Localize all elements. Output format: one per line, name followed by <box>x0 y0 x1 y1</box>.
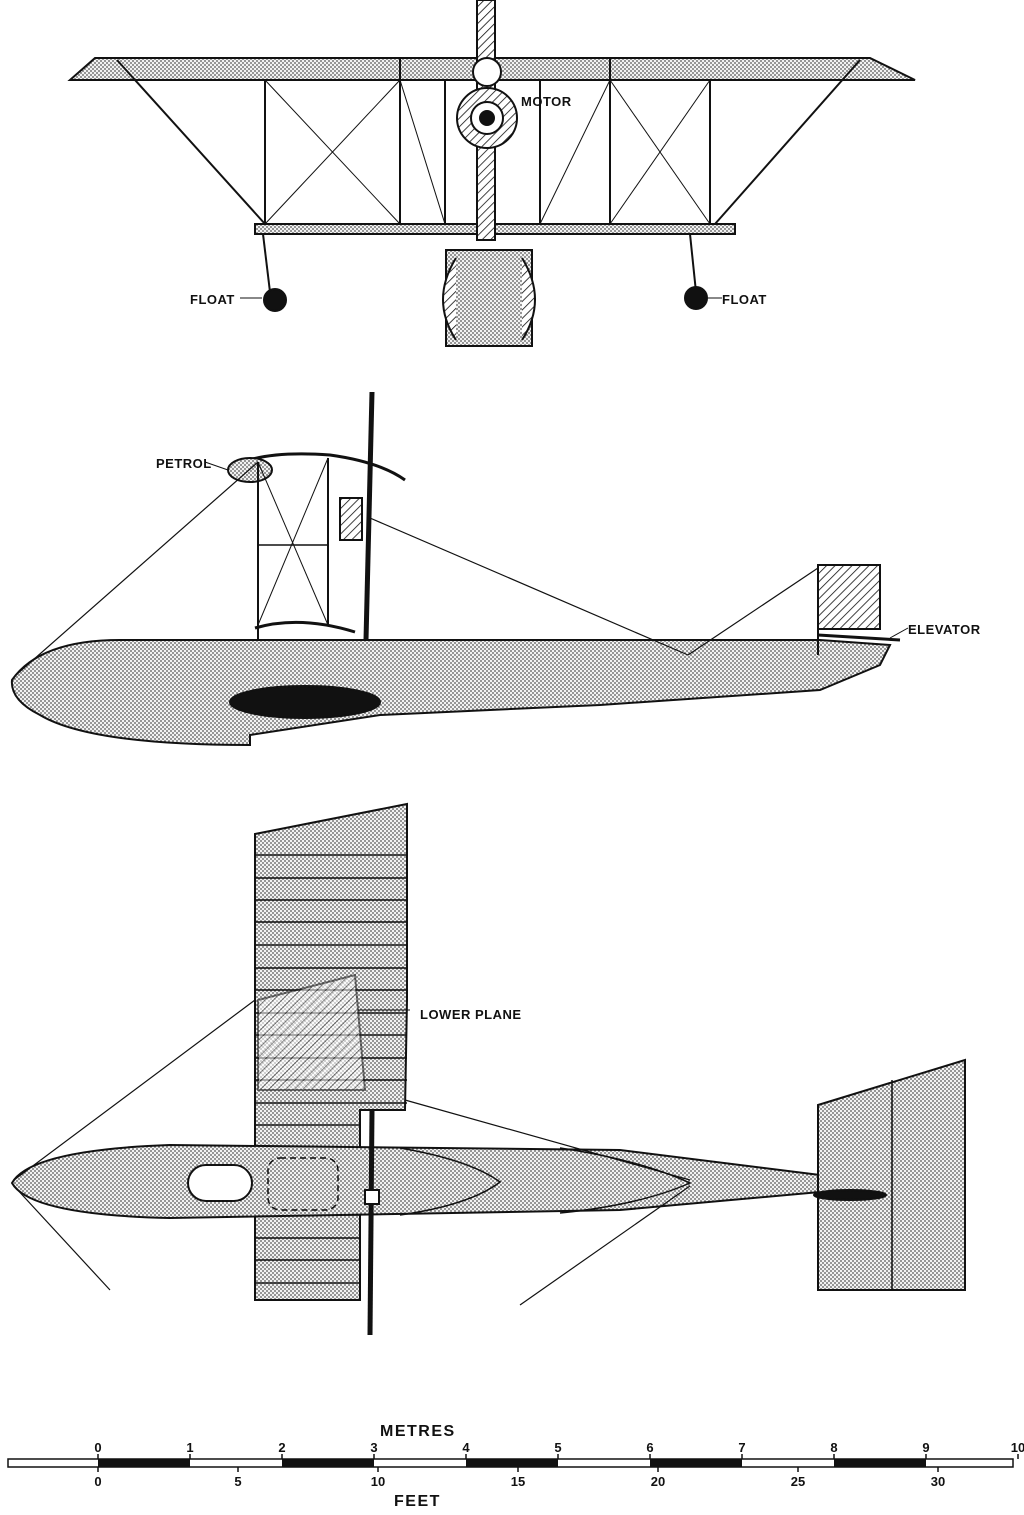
metre-tick-label: 10 <box>1011 1440 1024 1455</box>
feet-title: FEET <box>394 1493 441 1510</box>
cockpit-plan <box>187 1164 253 1202</box>
rudder-side <box>817 564 881 630</box>
side-view <box>10 391 909 747</box>
metre-tick-label: 2 <box>278 1440 285 1455</box>
lower-plane-region <box>257 973 367 1091</box>
cockpit-side <box>229 685 381 719</box>
feet-tick-labels: 0 5 10 15 20 25 30 <box>94 1467 945 1489</box>
metre-tick-labels: 0 1 2 3 4 5 6 7 8 9 10 <box>94 1440 1024 1459</box>
front-view <box>67 0 916 347</box>
metre-tick-label: 7 <box>738 1440 745 1455</box>
feet-tick-label: 25 <box>791 1474 805 1489</box>
feet-tick-label: 10 <box>371 1474 385 1489</box>
scale-bar: METRES 0 1 2 3 4 5 6 7 8 9 10 0 5 10 15 20 25 30 FEET <box>7 1423 1024 1510</box>
float-right-label: FLOAT <box>722 292 767 307</box>
plan-view <box>10 802 966 1336</box>
feet-tick-label: 30 <box>931 1474 945 1489</box>
side-propeller <box>363 391 375 641</box>
metre-tick-label: 9 <box>922 1440 929 1455</box>
metre-tick-label: 3 <box>370 1440 377 1455</box>
lower-plane-label: LOWER PLANE <box>420 1007 522 1022</box>
petrol-label: PETROL <box>156 456 212 471</box>
metre-tick-label: 1 <box>186 1440 193 1455</box>
metre-tick-label: 5 <box>554 1440 561 1455</box>
feet-tick-label: 15 <box>511 1474 525 1489</box>
metres-title: METRES <box>380 1423 456 1440</box>
motor-label: MOTOR <box>521 94 572 109</box>
hull-side <box>10 639 892 747</box>
feet-tick-label: 0 <box>94 1474 101 1489</box>
hull-plan <box>10 1143 891 1220</box>
metre-tick-label: 8 <box>830 1440 837 1455</box>
float-left <box>263 288 287 312</box>
feet-tick-label: 5 <box>234 1474 241 1489</box>
hull-front <box>445 249 533 347</box>
float-left-label: FLOAT <box>190 292 235 307</box>
metre-tick-label: 4 <box>462 1440 470 1455</box>
plan-propeller <box>367 1109 375 1336</box>
metre-tick-label: 6 <box>646 1440 653 1455</box>
engine-side <box>339 497 363 541</box>
feet-tick-label: 20 <box>651 1474 665 1489</box>
elevator-label: ELEVATOR <box>908 622 981 637</box>
float-right <box>684 286 708 310</box>
metre-tick-label: 0 <box>94 1440 101 1455</box>
